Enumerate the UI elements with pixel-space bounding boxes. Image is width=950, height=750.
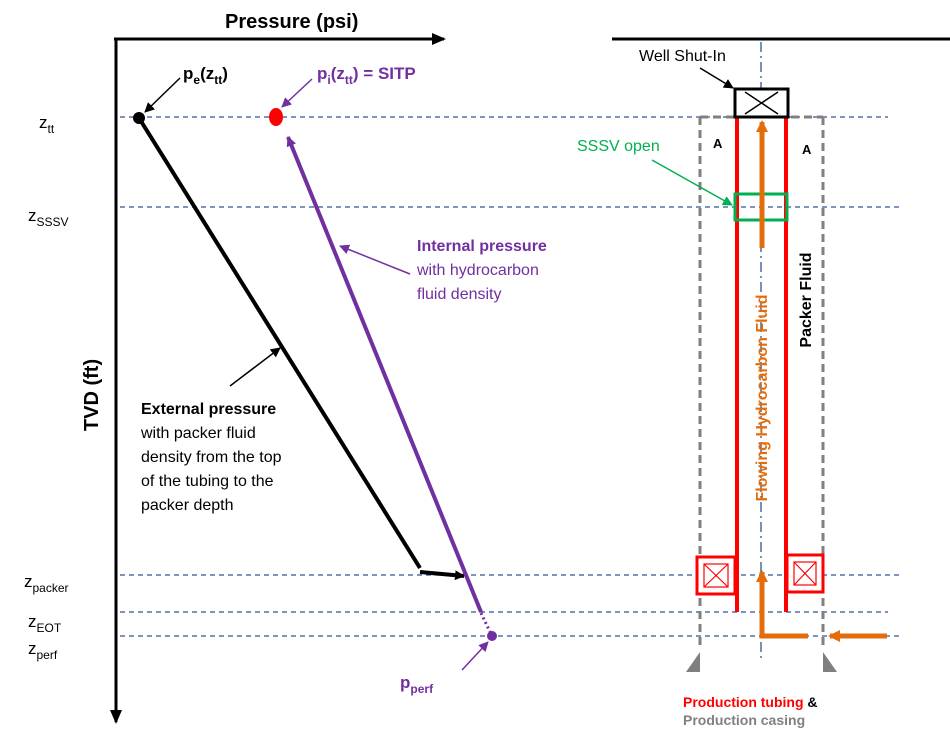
zsssv-label: zSSSV [28, 206, 69, 229]
casing-shoe-right [823, 652, 837, 672]
x-axis-label: Pressure (psi) [225, 11, 358, 33]
shut-in-label: Well Shut-In [639, 48, 726, 65]
depth-labels: ztt zSSSV zpacker zEOT zperf [24, 113, 69, 662]
internal-pressure-line [286, 136, 483, 613]
packer-left [695, 555, 737, 596]
sssv-pointer [651, 159, 733, 206]
pi-pointer [281, 78, 313, 108]
shut-in-valve [733, 87, 790, 119]
sssv-label: SSSV open [577, 138, 660, 155]
pperf-point [487, 631, 497, 641]
well-schematic: Well Shut-In SSSV open A A Flowing Hydro… [577, 37, 950, 728]
zperf-label: zperf [28, 639, 58, 662]
casing-shoe-left [686, 652, 700, 672]
y-axis-label: TVD (ft) [81, 359, 103, 431]
zpacker-label: zpacker [24, 572, 69, 595]
legend-casing: Production casing [683, 712, 805, 728]
annulus-label-right: A [802, 142, 812, 157]
internal-pressure-pointer [339, 244, 411, 275]
pe-point [133, 112, 145, 124]
annulus-label-left: A [713, 136, 723, 151]
zeot-label: zEOT [28, 612, 62, 635]
ztt-label: ztt [39, 113, 55, 136]
external-pressure-packer-step [419, 570, 465, 581]
pi-label: pi(ztt) = SITP [317, 64, 416, 87]
external-pressure-curve [133, 112, 465, 581]
legend-amp: & [804, 694, 818, 710]
internal-pressure-annotation: Internal pressure with hydrocarbon fluid… [416, 238, 551, 303]
external-pressure-line [137, 116, 422, 570]
flow-arrow-lower [756, 570, 808, 639]
pi-point [269, 108, 283, 126]
external-pressure-annotation: External pressure with packer fluid dens… [140, 401, 286, 514]
packer-fluid-label: Packer Fluid [798, 252, 815, 347]
packer-right [785, 553, 825, 594]
pperf-pointer [461, 641, 489, 671]
flow-label: Flowing Hydrocarbon Fluid [754, 294, 771, 501]
external-pressure-pointer [229, 347, 281, 387]
legend-tubing: Production tubing [683, 694, 804, 710]
internal-pressure-dotted [479, 612, 493, 635]
internal-pressure-curve [269, 108, 497, 641]
pperf-label: pperf [400, 673, 434, 696]
legend-line-1: Production tubing & [683, 694, 818, 710]
axes [110, 33, 446, 724]
pe-pointer [144, 77, 181, 113]
pe-label: pe(ztt) [183, 64, 228, 87]
shut-in-pointer [699, 67, 734, 89]
